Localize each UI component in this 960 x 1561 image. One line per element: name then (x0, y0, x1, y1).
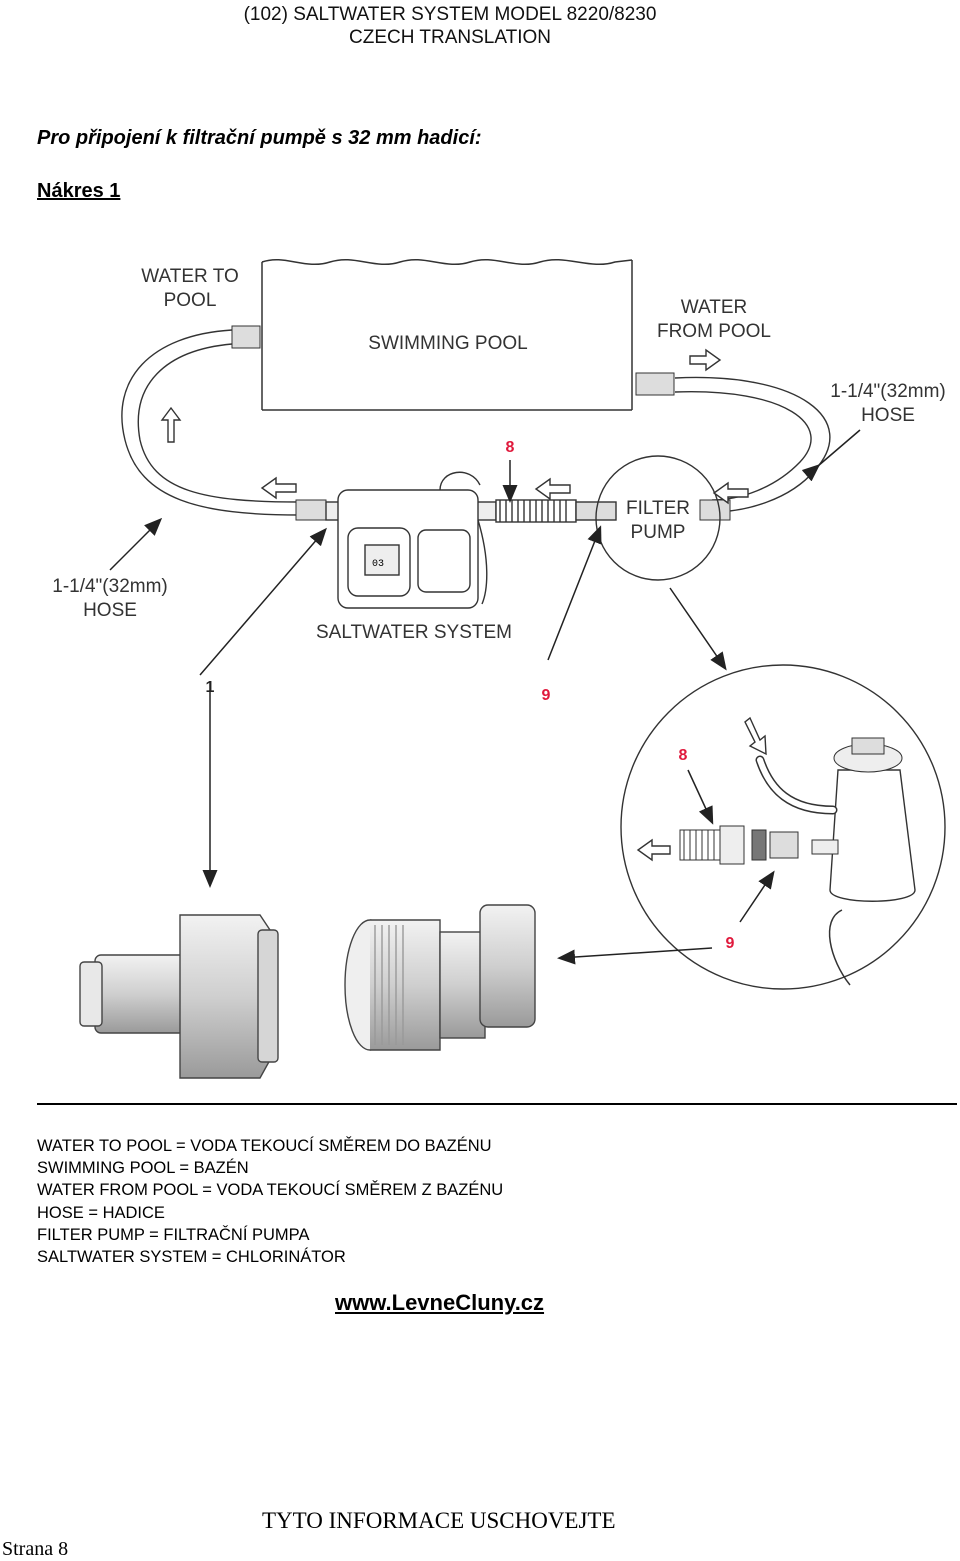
page-number: Strana 8 (2, 1538, 69, 1560)
pump-detail-circle (620, 664, 946, 990)
callout-9-detail: 9 (726, 935, 735, 952)
label-water-from-pool-1: WATER (681, 297, 748, 318)
figure-label: Nákres 1 (37, 180, 121, 202)
label-hose-right-1: 1-1/4"(32mm) (830, 381, 946, 402)
hose-right (674, 376, 831, 513)
callout-9-top: 9 (542, 687, 551, 704)
label-hose-left-2: HOSE (83, 600, 137, 621)
section-title: Pro připojení k filtrační pumpě s 32 mm … (37, 127, 482, 149)
unit-display: 03 (372, 559, 384, 570)
label-hose-right-2: HOSE (861, 405, 915, 426)
footer-note: TYTO INFORMACE USCHOVEJTE (262, 1508, 616, 1533)
large-fittings (79, 904, 536, 1079)
label-filter-pump-1: FILTER (626, 498, 690, 519)
legend-item: SWIMMING POOL = BAZÉN (37, 1159, 249, 1178)
swimming-pool-drawing (261, 258, 633, 411)
filter-pump-circle (595, 455, 721, 581)
label-water-from-pool-2: FROM POOL (657, 321, 771, 342)
legend-item: HOSE = HADICE (37, 1203, 165, 1222)
callout-8-detail: 8 (679, 747, 688, 764)
legend-item: WATER TO POOL = VODA TEKOUCÍ SMĚREM DO B… (37, 1137, 492, 1155)
legend-item: WATER FROM POOL = VODA TEKOUCÍ SMĚREM Z … (37, 1181, 504, 1200)
callout-8-top: 8 (506, 439, 515, 456)
hose-left (121, 329, 301, 516)
flow-arrow-icons (160, 348, 767, 862)
website-link[interactable]: www.LevneCluny.cz (335, 1290, 545, 1315)
divider-rule (37, 1103, 957, 1105)
label-hose-left-1: 1-1/4"(32mm) (52, 576, 168, 597)
header-model-line: (102) SALTWATER SYSTEM MODEL 8220/8230 (243, 4, 657, 25)
label-saltwater-system: SALTWATER SYSTEM (316, 622, 512, 643)
label-swimming-pool: SWIMMING POOL (368, 333, 527, 354)
connection-diagram: 03 (52, 258, 946, 1079)
legend-item: FILTER PUMP = FILTRAČNÍ PUMPA (37, 1225, 310, 1244)
legend-item: SALTWATER SYSTEM = CHLORINÁTOR (37, 1248, 346, 1267)
header-translation-line: CZECH TRANSLATION (349, 27, 551, 48)
callout-1: 1 (206, 679, 215, 696)
label-filter-pump-2: PUMP (631, 522, 686, 543)
label-water-to-pool-1: WATER TO (141, 266, 238, 287)
saltwater-system-unit: 03 (337, 471, 488, 609)
label-water-to-pool-2: POOL (164, 290, 217, 311)
legend: WATER TO POOL = VODA TEKOUCÍ SMĚREM DO B… (37, 1135, 503, 1268)
